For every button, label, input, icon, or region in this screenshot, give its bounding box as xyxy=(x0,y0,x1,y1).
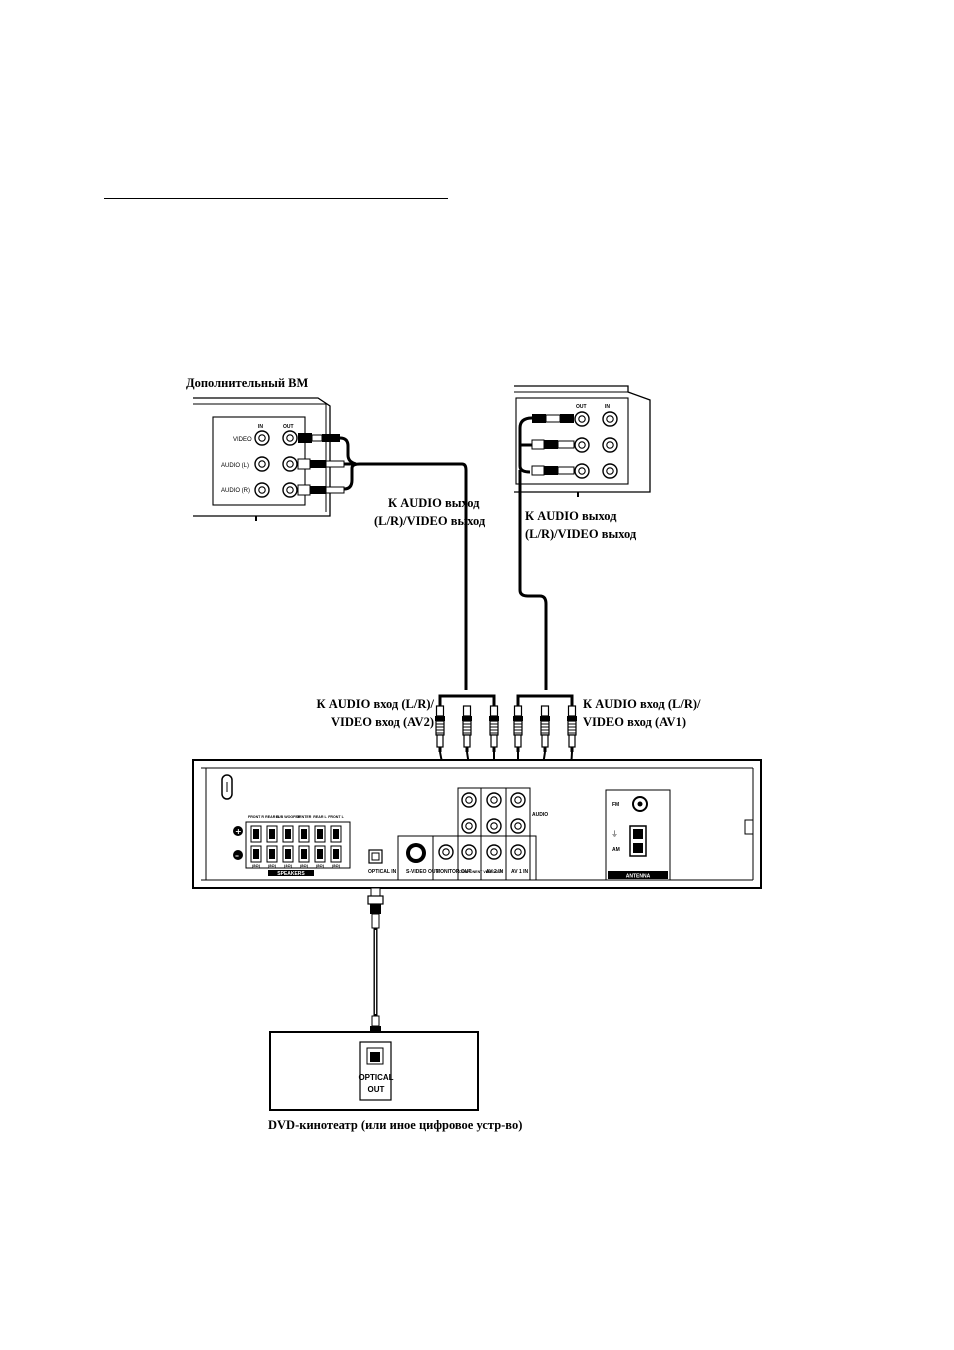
cables xyxy=(339,416,574,706)
section-rule xyxy=(104,198,448,199)
av1-in-label: AV 1 IN xyxy=(511,869,529,875)
vcr-video-in-jack xyxy=(254,430,270,446)
speaker-clip xyxy=(317,849,323,859)
speaker-label: CENTER xyxy=(297,815,312,819)
speaker-impedance: (8Ω) xyxy=(252,863,261,868)
receiver-back-panel: + – FRONT R (8Ω) REAR R (8Ω) SUB WOOFER (4Ω) C… xyxy=(192,759,762,889)
speaker-impedance: (8Ω) xyxy=(316,863,325,868)
speaker-clip xyxy=(285,849,291,859)
fm-label: FM xyxy=(612,802,619,808)
speaker-clip xyxy=(333,829,339,839)
left-vcr: IN OUT VIDEO AUDIO (L) AUDIO (R) xyxy=(193,397,345,521)
dvd-theater-box: OPTICAL OUT xyxy=(269,1031,479,1111)
vcr-audio-r-in-jack xyxy=(254,482,270,498)
svg-text:+: + xyxy=(235,827,242,836)
label-vcr-audio-video-out: К AUDIO выход (L/R)/VIDEO выход xyxy=(374,496,486,528)
speaker-clip xyxy=(253,849,259,859)
vcr-audio-l-out-jack xyxy=(282,456,298,472)
speaker-clip xyxy=(285,829,291,839)
speaker-clip xyxy=(269,829,275,839)
vcr-video-label: VIDEO xyxy=(233,437,252,443)
speaker-impedance: (8Ω) xyxy=(332,863,341,868)
antenna-label: ANTENNA xyxy=(626,874,651,880)
svg-text:–: – xyxy=(235,851,239,860)
speaker-label: REAR L xyxy=(313,815,327,819)
optical-in-label: OPTICAL IN xyxy=(368,869,397,875)
speaker-impedance: (8Ω) xyxy=(300,863,309,868)
vcr-video-out-jack xyxy=(282,430,298,446)
speaker-impedance: (4Ω) xyxy=(284,863,293,868)
label-dvd-theater: DVD-кинотеатр (или иное цифровое устр-во… xyxy=(268,1118,523,1132)
speaker-clip xyxy=(253,829,259,839)
speaker-clip xyxy=(333,849,339,859)
vcr-audio-l-label: AUDIO (L) xyxy=(221,463,249,469)
speaker-clip xyxy=(269,849,275,859)
av1-rca-plugs xyxy=(512,705,578,753)
svg-text:⏚: ⏚ xyxy=(611,830,618,838)
right-out-label: OUT xyxy=(576,404,587,410)
speaker-clip xyxy=(301,829,307,839)
optical-out-label-1: OPTICAL xyxy=(358,1073,393,1082)
vcr-out-label: OUT xyxy=(283,424,294,430)
label-av1-input: К AUDIO вход (L/R)/ VIDEO вход (AV1) xyxy=(583,697,701,729)
right-vcr: OUT IN xyxy=(514,385,651,497)
label-av2-input: К AUDIO вход (L/R)/ VIDEO вход (AV2) xyxy=(316,697,434,729)
optical-cable xyxy=(367,887,384,1043)
vcr-audio-r-out-jack xyxy=(282,482,298,498)
speaker-label: SUB WOOFER xyxy=(276,815,301,819)
vcr-audio-l-in-jack xyxy=(254,456,270,472)
component-out-label: COMPONENT VIDEO OUT xyxy=(459,870,504,874)
label-additional-vcr: Дополнительный ВМ xyxy=(186,376,309,390)
vcr-in-label: IN xyxy=(258,424,263,430)
speaker-label: FRONT L xyxy=(328,815,344,819)
speaker-label: FRONT R xyxy=(248,815,264,819)
vcr-out-plugs xyxy=(297,433,345,496)
vcr-audio-r-label: AUDIO (R) xyxy=(221,488,250,494)
am-label: AM xyxy=(612,847,620,853)
right-in-label: IN xyxy=(605,404,610,410)
optical-out-label-2: OUT xyxy=(368,1085,385,1094)
speaker-clip xyxy=(301,849,307,859)
av2-rca-plugs xyxy=(434,705,500,753)
audio-label: AUDIO xyxy=(532,812,548,818)
av2-in-label: AV 2 IN xyxy=(486,869,504,875)
monitor-out-label: MONITOR OUT xyxy=(436,869,471,875)
speaker-clip xyxy=(317,829,323,839)
speaker-impedance: (8Ω) xyxy=(268,863,277,868)
label-right-audio-video-out: К AUDIO выход (L/R)/VIDEO выход xyxy=(525,509,637,541)
speakers-title: SPEAKERS xyxy=(277,871,305,877)
svideo-out-label: S-VIDEO OUT xyxy=(406,869,439,875)
speaker-label: REAR R xyxy=(265,815,279,819)
